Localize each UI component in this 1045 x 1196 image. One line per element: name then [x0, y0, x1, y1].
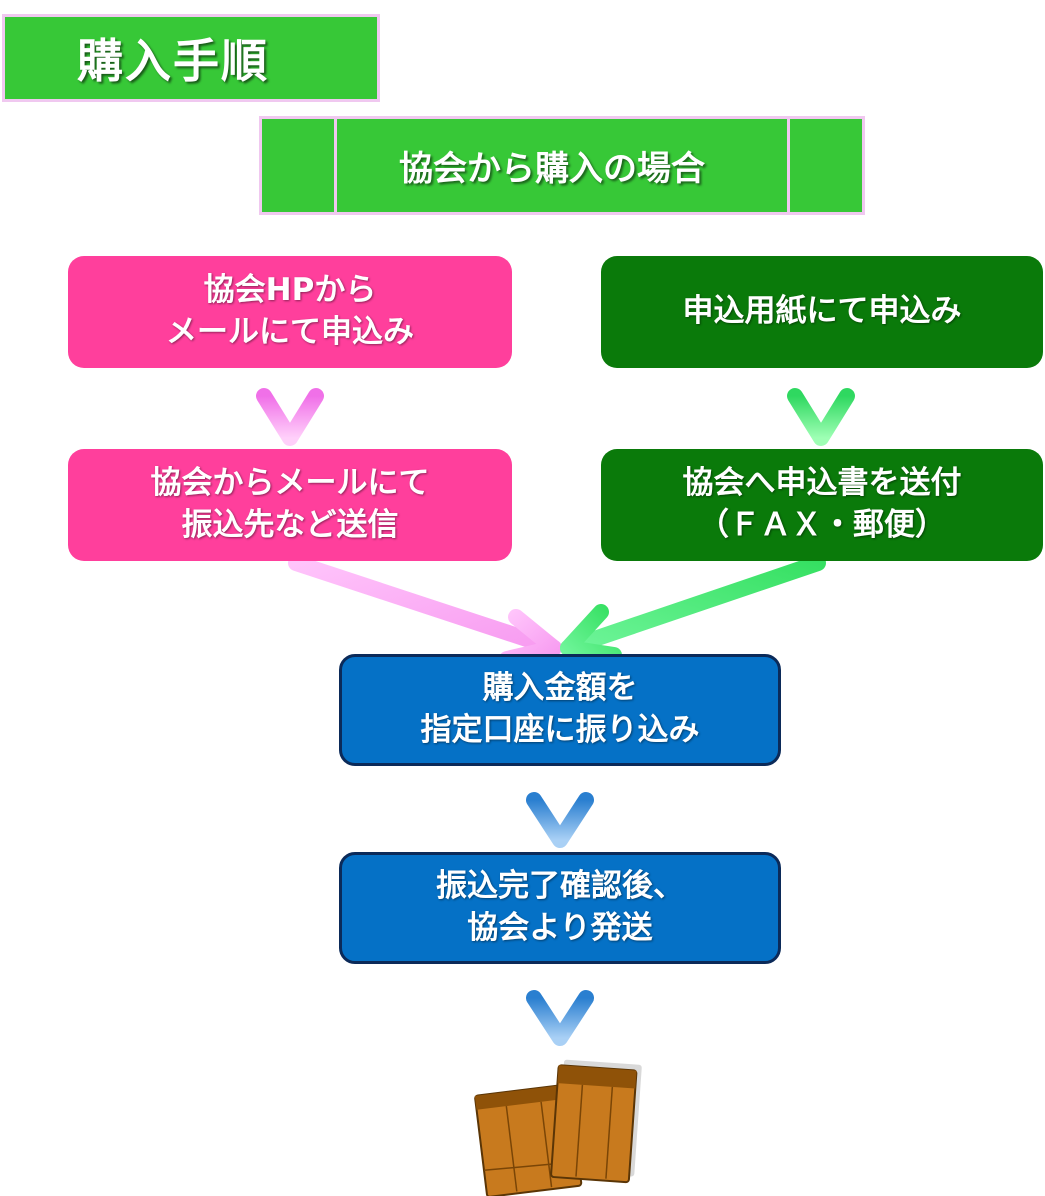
left-step2-line2: 振込先など送信: [181, 507, 399, 543]
arrow-down-icon-green: [787, 364, 855, 446]
common-step1-line2: 指定口座に振り込み: [420, 712, 700, 748]
right-step1-line1: 申込用紙にて申込み: [682, 293, 962, 330]
subtitle-text: 協会から購入の場合: [399, 149, 705, 189]
common-step1-line1: 購入金額を: [482, 670, 638, 707]
envelopes-icon: [474, 1059, 642, 1196]
subtitle-banner: 協会から購入の場合: [259, 116, 865, 215]
banner-divider-left: [334, 119, 337, 212]
arrow-diagonal-icon-green: [560, 555, 826, 663]
banner-divider-right: [787, 119, 790, 212]
arrow-down-icon-pink: [256, 364, 324, 446]
right-step2-line2: （ＦＡＸ・郵便）: [698, 507, 946, 543]
left-step2-line1: 協会からメールにて: [150, 465, 430, 502]
page-title: 購入手順: [2, 14, 380, 102]
arrow-diagonal-icon-pink: [288, 555, 562, 667]
common-step2-line2: 協会より発送: [467, 910, 653, 946]
left-step1-line2: メールにて申込み: [166, 314, 414, 350]
common-step2-line1: 振込完了確認後、: [436, 868, 684, 905]
common-step2-box: 振込完了確認後、 協会より発送: [339, 852, 781, 964]
left-step1-box: 協会HPから メールにて申込み: [68, 256, 512, 368]
common-step1-box: 購入金額を 指定口座に振り込み: [339, 654, 781, 766]
right-step1-box: 申込用紙にて申込み: [601, 256, 1043, 368]
arrow-down-icon-blue-1: [526, 762, 594, 848]
page-title-text: 購入手順: [77, 34, 269, 88]
left-step2-box: 協会からメールにて 振込先など送信: [68, 449, 512, 561]
right-step2-line1: 協会へ申込書を送付: [682, 465, 962, 502]
right-step2-box: 協会へ申込書を送付 （ＦＡＸ・郵便）: [601, 449, 1043, 561]
left-step1-line1: 協会HPから: [203, 272, 377, 309]
arrow-down-icon-blue-2: [526, 960, 594, 1046]
